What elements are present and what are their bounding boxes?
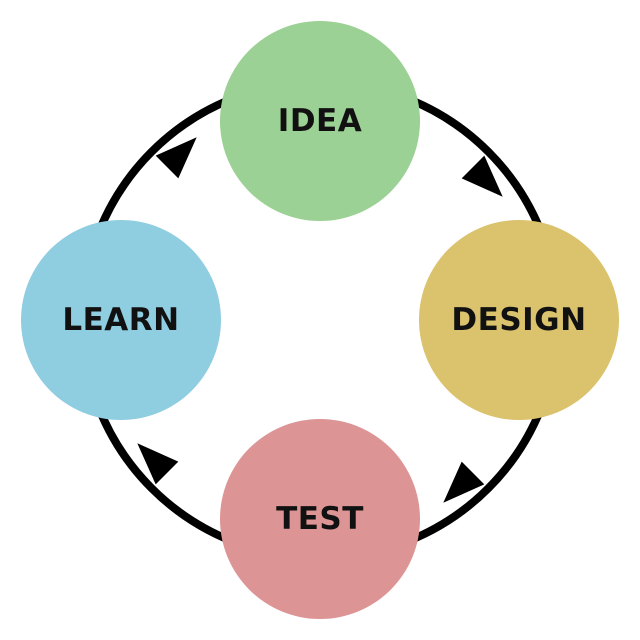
node-learn-circle <box>21 220 221 420</box>
node-test-circle <box>220 419 420 619</box>
node-design-circle <box>419 220 619 420</box>
arrow-design-to-test <box>443 461 485 503</box>
node-idea-circle <box>220 21 420 221</box>
arrow-learn-to-idea <box>155 137 197 179</box>
node-design: DESIGN <box>419 220 619 420</box>
arrow-idea-to-design <box>461 155 503 197</box>
arrow-test-to-learn <box>137 443 179 485</box>
arrowhead-icon <box>461 155 503 197</box>
node-test: TEST <box>220 419 420 619</box>
node-design-label: DESIGN <box>451 302 586 338</box>
arrowhead-icon <box>137 443 179 485</box>
node-idea: IDEA <box>220 21 420 221</box>
node-idea-label: IDEA <box>278 103 362 139</box>
arrowhead-icon <box>155 137 197 179</box>
node-test-label: TEST <box>276 501 364 537</box>
node-learn: LEARN <box>21 220 221 420</box>
node-learn-label: LEARN <box>62 302 179 338</box>
arrowhead-icon <box>443 461 485 503</box>
